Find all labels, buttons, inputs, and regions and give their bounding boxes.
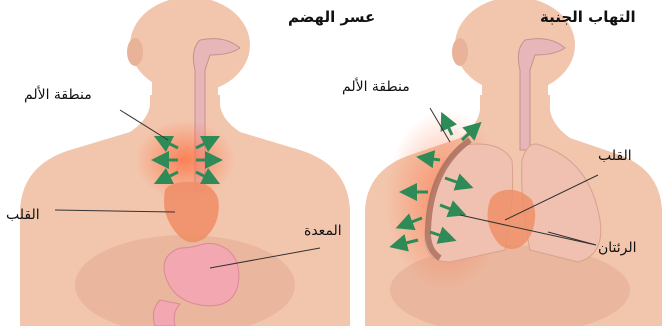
label-pain-area-right: منطقة الألم (342, 79, 410, 95)
figure-indigestion (20, 0, 350, 326)
ear-right (452, 38, 468, 66)
label-heart-right: القلب (598, 148, 632, 164)
title-pleurisy: التهاب الجنبة (540, 8, 636, 26)
title-indigestion: عسر الهضم (288, 8, 375, 26)
label-heart-left: القلب (6, 207, 40, 223)
label-stomach: المعدة (304, 223, 342, 239)
label-lungs: الرئتان (598, 240, 637, 256)
label-pain-area-left: منطقة الألم (24, 87, 92, 103)
ear-left (127, 38, 143, 66)
